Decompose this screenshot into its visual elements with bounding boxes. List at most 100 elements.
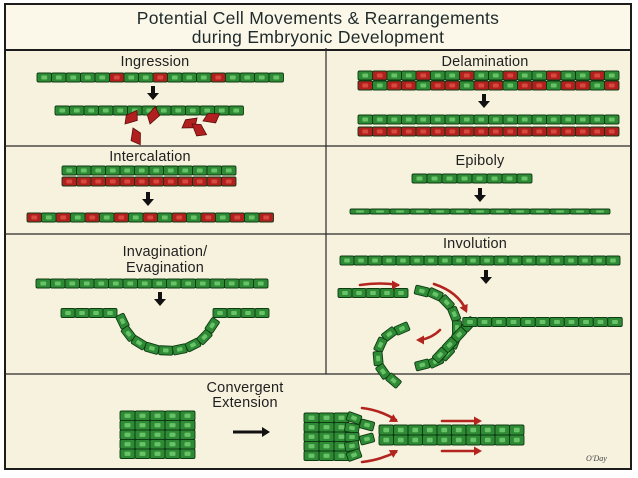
cell-nucleus xyxy=(154,442,161,447)
cell-nucleus xyxy=(456,258,462,263)
cell-nucleus xyxy=(308,425,315,430)
cell-nucleus xyxy=(248,215,255,220)
author-credit: O'Day xyxy=(586,454,607,463)
label-epiboly: Epiboly xyxy=(455,153,505,169)
cell-nucleus xyxy=(384,291,390,295)
cell-nucleus xyxy=(189,342,197,348)
cell-nucleus xyxy=(124,413,131,418)
cell-nucleus xyxy=(463,73,470,78)
cell-nucleus xyxy=(405,129,412,134)
cell-nucleus xyxy=(362,129,369,134)
cell-nucleus xyxy=(391,83,398,88)
cell-nucleus xyxy=(162,348,169,353)
cell-nucleus xyxy=(376,129,383,134)
cell-nucleus xyxy=(420,73,427,78)
cell-nucleus xyxy=(136,340,143,346)
cell-nucleus xyxy=(80,179,87,184)
cell-nucleus xyxy=(201,334,208,340)
cell-nucleus xyxy=(338,444,345,449)
cell-nucleus xyxy=(594,83,601,88)
label-ingression: Ingression xyxy=(120,54,190,70)
cell-nucleus xyxy=(132,215,139,220)
label-involution: Involution xyxy=(442,236,508,252)
involution-curved-cell xyxy=(393,288,409,298)
cell-nucleus xyxy=(579,129,586,134)
involution-trail-cell xyxy=(534,317,551,327)
cell-nucleus xyxy=(405,73,412,78)
cell-nucleus xyxy=(95,168,102,173)
cell-nucleus xyxy=(157,75,164,80)
cell-nucleus xyxy=(434,73,441,78)
involution-curved-cell xyxy=(414,358,431,372)
cell-nucleus xyxy=(554,320,560,324)
cell-nucleus xyxy=(229,75,236,80)
epiboly-arrow-head xyxy=(474,195,486,202)
ingressing-red-cell xyxy=(124,109,138,125)
cell-nucleus xyxy=(376,210,384,213)
cell-nucleus xyxy=(376,117,383,122)
cell-nucleus xyxy=(455,427,462,433)
cell-nucleus xyxy=(449,73,456,78)
cell-nucleus xyxy=(432,291,439,297)
cell-nucleus xyxy=(400,258,406,263)
label-convergent-1: Convergent xyxy=(206,380,284,396)
cell-nucleus xyxy=(521,73,528,78)
cell-nucleus xyxy=(398,291,404,295)
cell-nucleus xyxy=(109,179,116,184)
cell-nucleus xyxy=(550,129,557,134)
cell-nucleus xyxy=(372,258,378,263)
cell-nucleus xyxy=(154,432,161,437)
cell-nucleus xyxy=(449,117,456,122)
cell-nucleus xyxy=(138,168,145,173)
cell-nucleus xyxy=(418,288,425,294)
label-invagination-2: Evagination xyxy=(126,260,204,276)
cell-nucleus xyxy=(161,215,168,220)
involution-trail-cell xyxy=(592,317,609,327)
cell-nucleus xyxy=(436,210,444,213)
cell-nucleus xyxy=(98,281,105,286)
delamination-arrow-head xyxy=(478,101,490,108)
cell-nucleus xyxy=(362,73,369,78)
cell-nucleus xyxy=(176,215,183,220)
invagination-curved-cell xyxy=(226,308,242,318)
cell-nucleus xyxy=(550,83,557,88)
cell-nucleus xyxy=(93,311,99,315)
cell-nucleus xyxy=(356,291,362,295)
cell-nucleus xyxy=(416,210,424,213)
cell-nucleus xyxy=(176,347,183,352)
cell-nucleus xyxy=(507,83,514,88)
cell-nucleus xyxy=(102,108,109,113)
cell-nucleus xyxy=(510,320,517,324)
cell-nucleus xyxy=(184,451,191,456)
invagination-curved-cell xyxy=(240,308,256,318)
cell-nucleus xyxy=(323,415,330,420)
label-invagination-1: Invagination/ xyxy=(122,244,208,260)
cell-nucleus xyxy=(323,453,330,458)
ingressing-red-cell xyxy=(191,123,208,137)
label-intercalation: Intercalation xyxy=(109,149,191,165)
cell-nucleus xyxy=(45,215,52,220)
cell-nucleus xyxy=(219,215,226,220)
cell-nucleus xyxy=(184,413,191,418)
cell-nucleus xyxy=(492,73,499,78)
cell-nucleus xyxy=(196,168,203,173)
cell-nucleus xyxy=(443,299,450,306)
cell-nucleus xyxy=(596,258,602,263)
cell-nucleus xyxy=(565,129,572,134)
cell-nucleus xyxy=(434,129,441,134)
cell-nucleus xyxy=(124,451,131,456)
cell-nucleus xyxy=(154,451,161,456)
intercalation-arrow-shaft xyxy=(146,192,150,200)
involution-curved-cell xyxy=(365,288,381,298)
cell-nucleus xyxy=(73,108,80,113)
ingressing-red-cell xyxy=(130,127,141,146)
cell-nucleus xyxy=(124,432,131,437)
cell-nucleus xyxy=(308,453,315,458)
cell-nucleus xyxy=(554,258,560,263)
invagination-curved-cell xyxy=(204,317,220,334)
cell-nucleus xyxy=(259,311,265,315)
cell-nucleus xyxy=(200,75,207,80)
cell-nucleus xyxy=(470,427,477,433)
cell-nucleus xyxy=(190,215,197,220)
cell-nucleus xyxy=(568,258,574,263)
